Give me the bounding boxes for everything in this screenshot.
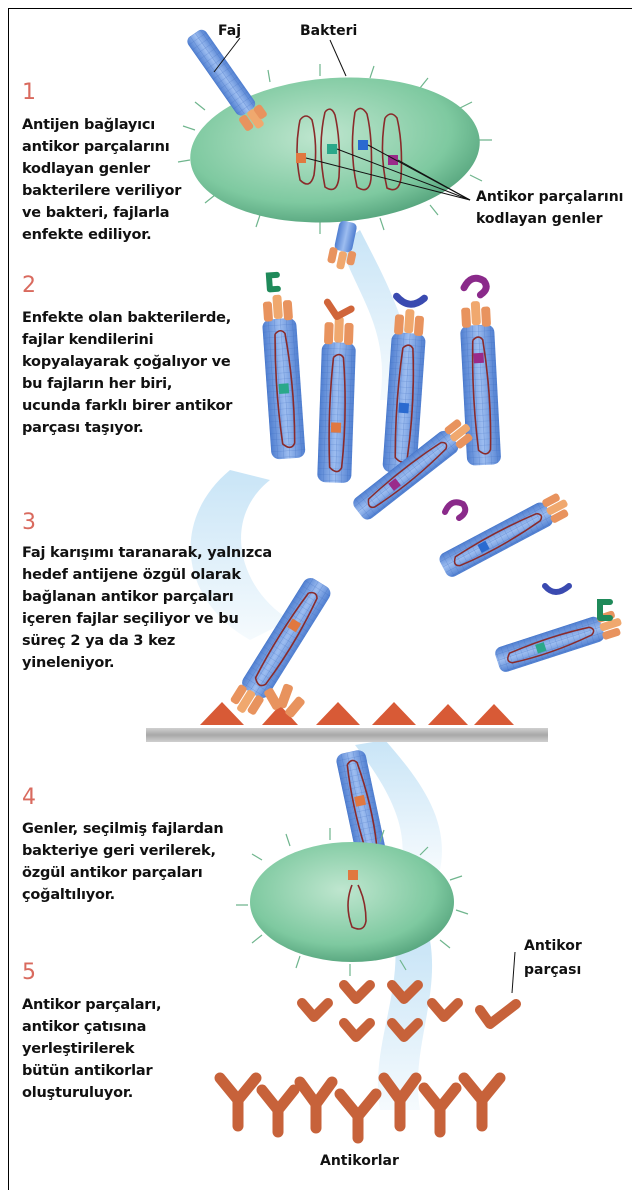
step-5-text: Antikor parçaları, antikor çatısına yerl… bbox=[22, 994, 161, 1104]
step-1-number: 1 bbox=[22, 80, 36, 105]
bakteri-leader-line bbox=[330, 40, 346, 76]
step-4-number: 4 bbox=[22, 785, 36, 810]
step-5-number: 5 bbox=[22, 960, 36, 985]
label-antikor-genleri: Antikor parçalarını kodlayan genler bbox=[476, 186, 623, 230]
whole-antibodies bbox=[220, 1078, 500, 1138]
phages-step3 bbox=[227, 416, 625, 720]
step-1-text: Antijen bağlayıcı antikor parçalarını ko… bbox=[22, 114, 181, 246]
step-2-text: Enfekte olan bakterilerde, fajlar kendil… bbox=[22, 307, 232, 439]
label-faj: Faj bbox=[218, 20, 241, 42]
step-3-number: 3 bbox=[22, 510, 36, 535]
antigen-surface bbox=[146, 683, 548, 742]
step-2-number: 2 bbox=[22, 273, 36, 298]
label-antikor-parcasi: Antikor parçası bbox=[524, 934, 582, 982]
label-antikorlar: Antikorlar bbox=[320, 1150, 399, 1172]
step-3-text: Faj karışımı taranarak, yalnızca hedef a… bbox=[22, 542, 272, 674]
label-bakteri: Bakteri bbox=[300, 20, 357, 42]
step-4-text: Genler, seçilmiş fajlardan bakteriye ger… bbox=[22, 818, 223, 906]
